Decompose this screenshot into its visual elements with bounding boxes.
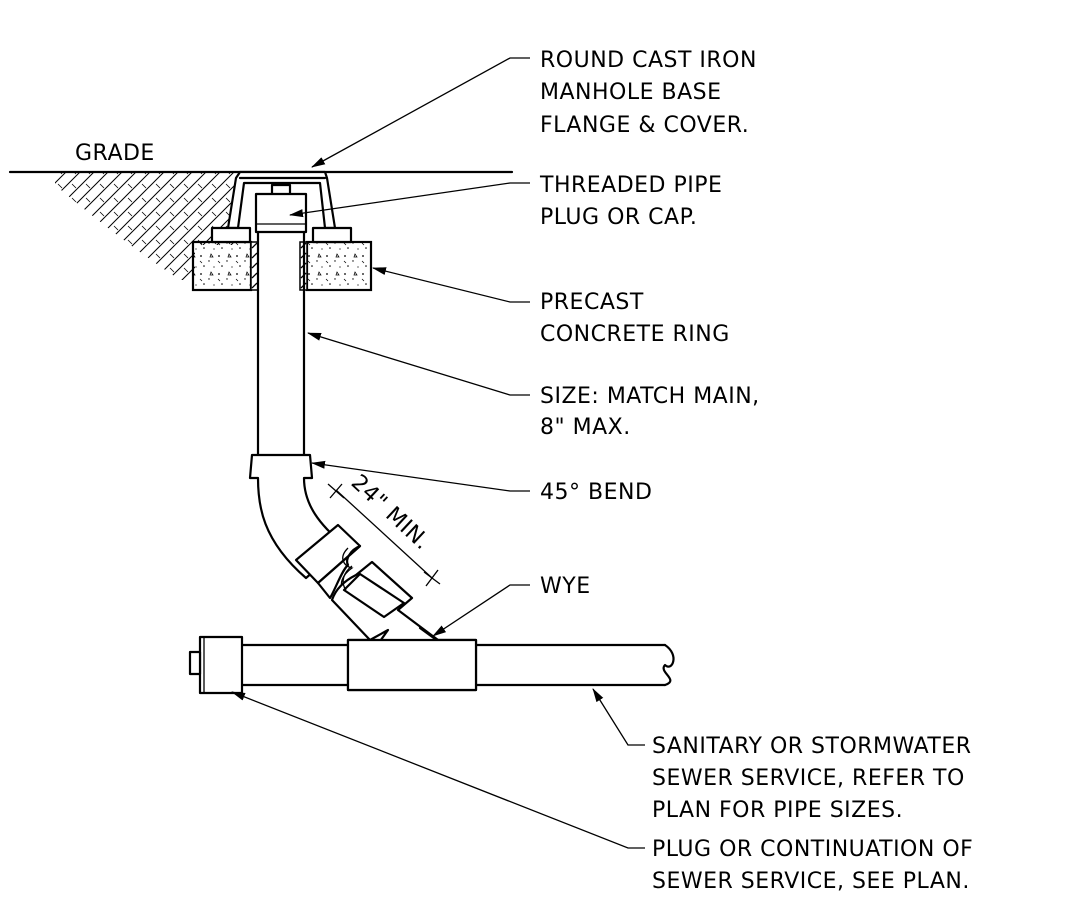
svg-text:CONCRETE RING: CONCRETE RING bbox=[540, 322, 730, 347]
leader-lines bbox=[231, 57, 645, 849]
soil-hatch bbox=[55, 172, 236, 280]
svg-text:SANITARY OR STORMWATER: SANITARY OR STORMWATER bbox=[652, 734, 972, 759]
plug-label: THREADED PIPE PLUG OR CAP. bbox=[539, 173, 722, 230]
dimension-label: 24" MIN. bbox=[346, 470, 435, 555]
riser-pipe bbox=[256, 230, 306, 457]
svg-text:FLANGE & COVER.: FLANGE & COVER. bbox=[540, 113, 749, 138]
svg-text:PLAN FOR PIPE SIZES.: PLAN FOR PIPE SIZES. bbox=[652, 798, 903, 823]
continuation-label: PLUG OR CONTINUATION OF SEWER SERVICE, S… bbox=[652, 837, 973, 894]
ring-label: PRECAST CONCRETE RING bbox=[540, 290, 730, 347]
service-label: SANITARY OR STORMWATER SEWER SERVICE, RE… bbox=[652, 734, 972, 823]
svg-text:THREADED PIPE: THREADED PIPE bbox=[539, 173, 722, 198]
manhole-frame bbox=[210, 170, 353, 244]
size-label: SIZE: MATCH MAIN, 8" MAX. bbox=[540, 384, 760, 440]
end-plug bbox=[188, 635, 244, 695]
svg-text:PLUG OR CONTINUATION OF: PLUG OR CONTINUATION OF bbox=[652, 837, 973, 862]
svg-text:PRECAST: PRECAST bbox=[540, 290, 644, 315]
threaded-plug bbox=[254, 183, 308, 234]
svg-text:MANHOLE BASE: MANHOLE BASE bbox=[540, 80, 722, 105]
svg-text:SIZE: MATCH MAIN,: SIZE: MATCH MAIN, bbox=[540, 384, 760, 409]
wye-fitting bbox=[330, 560, 478, 692]
grade-label: GRADE bbox=[75, 141, 155, 166]
wye-label: WYE bbox=[540, 574, 591, 599]
bend-label: 45° BEND bbox=[540, 480, 652, 505]
svg-text:ROUND CAST IRON: ROUND CAST IRON bbox=[540, 48, 757, 73]
svg-text:SEWER SERVICE, SEE PLAN.: SEWER SERVICE, SEE PLAN. bbox=[652, 869, 970, 894]
svg-text:SEWER SERVICE, REFER TO: SEWER SERVICE, REFER TO bbox=[652, 766, 965, 791]
manhole-label: ROUND CAST IRON MANHOLE BASE FLANGE & CO… bbox=[540, 48, 757, 138]
precast-concrete-ring bbox=[191, 240, 373, 292]
bend-fitting bbox=[248, 453, 362, 600]
main-pipe bbox=[238, 643, 675, 687]
svg-text:8" MAX.: 8" MAX. bbox=[540, 415, 631, 440]
svg-text:PLUG OR CAP.: PLUG OR CAP. bbox=[540, 205, 697, 230]
dimension-line bbox=[327, 483, 441, 587]
